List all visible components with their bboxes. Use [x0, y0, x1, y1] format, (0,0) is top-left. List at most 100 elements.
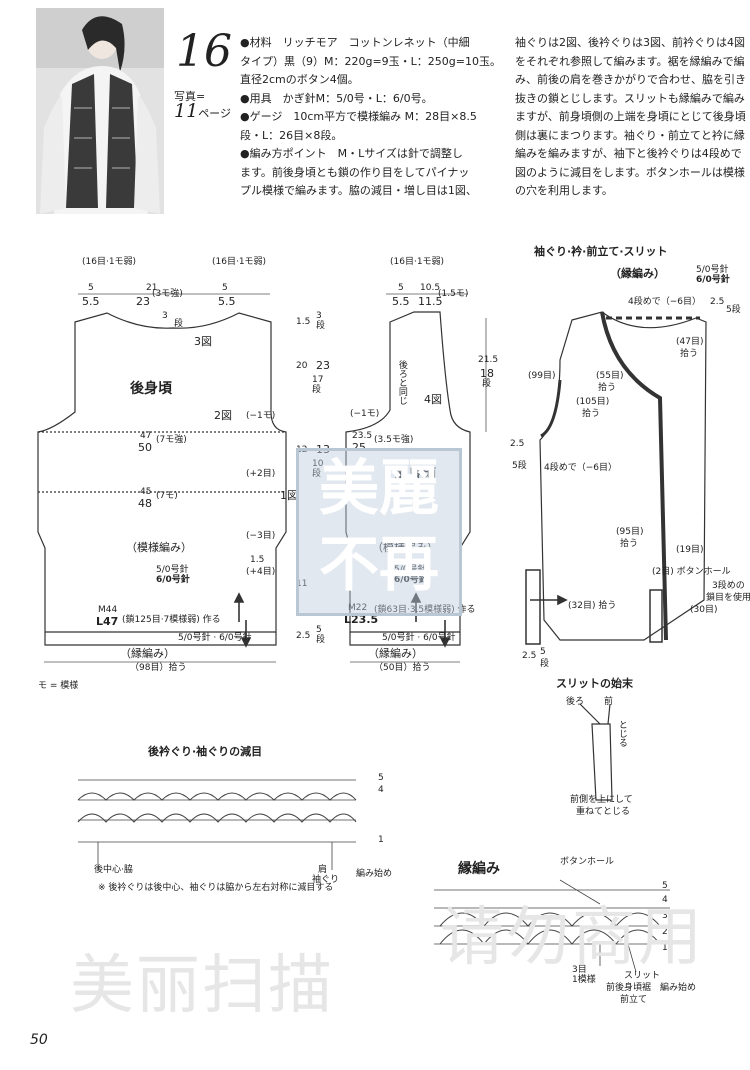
trim-s95: (95目) — [616, 527, 644, 537]
front-pattern-label: （模様編み） — [372, 541, 438, 554]
instructions-line: み、前後の肩を巻きかがりで合わせ、脇を引き — [515, 73, 746, 86]
back-body-outline — [37, 312, 287, 633]
side-d23: 23 — [316, 359, 330, 372]
back-top-21: 21 — [146, 283, 158, 293]
border-one-pattern: 1模様 — [572, 975, 596, 985]
back-width-mo2: (7モ) — [156, 491, 178, 501]
front-shoulder: (16目·1モ弱) — [390, 257, 445, 267]
side-d1.5: 1.5 — [296, 317, 311, 327]
back-shoulder-left: (16目·1モ弱) — [82, 257, 137, 267]
back-top-mo: (3モ強) — [152, 289, 183, 299]
front-edge-needles: 5/0号針 · 6/0号針 — [382, 633, 456, 643]
side-d2.5: 2.5 — [296, 631, 311, 641]
watermark-text-2: 请勿商用 — [440, 901, 704, 975]
side-d11: 11 — [296, 579, 308, 589]
instructions-line: 抜きの鎖とじします。スリットも縁編みで編み — [515, 91, 745, 105]
trim-s30: (30目) — [690, 605, 718, 615]
back-fig2-label: 2図 — [214, 409, 232, 422]
trim-pick-105: 拾う — [582, 409, 601, 419]
pattern-number: 16 — [176, 26, 232, 77]
back-top-5-right: 5 — [222, 283, 228, 293]
slit-diagram — [591, 723, 613, 801]
trim-needle-5: 5/0号針 — [696, 265, 729, 275]
stamp-line-1: 美麗 — [319, 454, 439, 524]
trim-note3: 3段めの — [712, 581, 745, 591]
back-top-5-left: 5 — [88, 283, 94, 293]
materials-line: ます。前後身頃とも鎖の作り目をしてパイナッ — [240, 165, 470, 179]
front-top-mo: (1.5モ) — [438, 289, 469, 299]
trim-bottom-5: 5 — [540, 647, 546, 657]
front-needle-6: 6/0号針 — [394, 575, 428, 585]
front-minus1: (−1モ) — [350, 409, 380, 419]
back-width-45: 45 — [140, 487, 152, 497]
materials-line: ●用具 かぎ針M：5/0号・L：6/0号。 — [240, 91, 433, 105]
materials-line: タイプ）黒（9）M：220g=9玉・L：250g=10玉。 — [240, 54, 502, 68]
back-pattern-label: （模様編み） — [126, 541, 192, 554]
front-width-23.5: 23.5 — [352, 431, 373, 441]
trim-row4-top: 4段めで（−6目） — [628, 297, 701, 307]
front-l23.5: L23.5 — [344, 613, 379, 626]
watermark-stamp: 美麗 不再 — [296, 448, 462, 616]
pattern-legend: モ = 模様 — [38, 681, 79, 691]
neck-note: ※ 後衿ぐりは後中心、袖ぐりは脇から左右対称に減目する — [98, 883, 334, 893]
trim-s105: (105目) — [576, 397, 610, 407]
materials-line: ●材料 リッチモア コットンレネット（中細 — [240, 36, 470, 49]
neck-row5: 5 — [378, 773, 384, 783]
instructions-line: ますが、前身頃側の上端を身頃にとじて後身頃 — [515, 110, 746, 123]
trim-pick-55: 拾う — [598, 383, 617, 393]
instructions-line: 図のように減目をします。ボタンホールは模様 — [515, 165, 745, 179]
front-hem-band — [349, 632, 461, 646]
back-needle-5: 5/0号針 — [156, 565, 189, 575]
trim-d5dan: 5段 — [726, 305, 741, 315]
photo-label: 写真= — [174, 90, 206, 103]
front-m22: M22 — [348, 603, 368, 613]
back-edge-needles: 5/0号針 · 6/0号針 — [178, 633, 252, 643]
back-d1.5: 1.5 — [250, 555, 265, 565]
neck-center: 後中心·脇 — [94, 865, 133, 875]
trim-buttonhole: (2目) ボタンホール — [652, 567, 731, 577]
trim-row4-mid: 4段めで（−6目） — [544, 463, 617, 473]
front-top-11.5: 11.5 — [418, 295, 443, 308]
back-edge-pick: （98目）拾う — [130, 663, 187, 673]
trim-pick-47: 拾う — [680, 349, 699, 359]
materials-line: プル模様で編みます。脇の減目・増し目は1図、 — [240, 184, 477, 197]
trim-s32: (32目) 拾う — [568, 601, 617, 611]
materials-line: ●ゲージ 10cm平方で模様編み M：28目×8.5 — [240, 110, 477, 123]
back-needle-6: 6/0号針 — [156, 575, 190, 585]
materials-line: 段・L：26目×8段。 — [240, 128, 343, 142]
border-row4: 4 — [662, 895, 668, 905]
back-top-5.5-left: 5.5 — [82, 295, 100, 308]
trim-bottom-dan: 段 — [540, 659, 550, 669]
slit-title: スリットの始末 — [556, 677, 633, 690]
model-photo-drawing — [36, 8, 164, 214]
back-plus4: (+4目) — [246, 567, 276, 577]
back-l47: L47 — [96, 615, 119, 628]
trim-diagram-title: 袖ぐり·衿·前立て·スリット — [534, 245, 668, 258]
slit-note2: 重ねてとじる — [576, 807, 631, 817]
neck-chart-title: 後衿ぐり·袖ぐりの減目 — [148, 745, 263, 758]
stamp-line-2: 不再 — [319, 530, 439, 600]
photo-page-number: 11 — [174, 100, 199, 122]
instructions-line: の穴を利用します。 — [515, 184, 613, 197]
slit-note1: 前側を上にして — [570, 795, 633, 805]
front-top-5.5: 5.5 — [392, 295, 410, 308]
border-hem: 前後身頃裾 — [606, 983, 652, 993]
front-same-as-back: 後ろと同じ — [396, 360, 407, 405]
trim-s19: (19目) — [676, 545, 704, 555]
border-chart-title: 縁編み — [458, 861, 500, 877]
materials-line: 直径2cmのボタン4個。 — [240, 73, 359, 86]
trim-needle-6: 6/0号針 — [696, 275, 730, 285]
border-placket: 前立て — [620, 995, 648, 1005]
front-chain: (鎖63目·3.5模様弱) 作る — [374, 605, 476, 615]
side-dan3: 段 — [316, 321, 326, 331]
instructions-line: 編みを編みますが、袖下と後衿ぐりは4段めで — [515, 147, 742, 160]
side-d10: 10 — [312, 459, 324, 469]
border-edging-chart — [434, 879, 670, 973]
photo-page-unit: ページ — [198, 107, 231, 120]
side-d10-dan: 段 — [312, 469, 322, 479]
front-d18: 18 — [480, 367, 494, 380]
neck-row4: 4 — [378, 785, 384, 795]
neck-start: 編み始め — [356, 869, 393, 879]
trim-note3b: 鎖目を使用 — [706, 593, 750, 603]
